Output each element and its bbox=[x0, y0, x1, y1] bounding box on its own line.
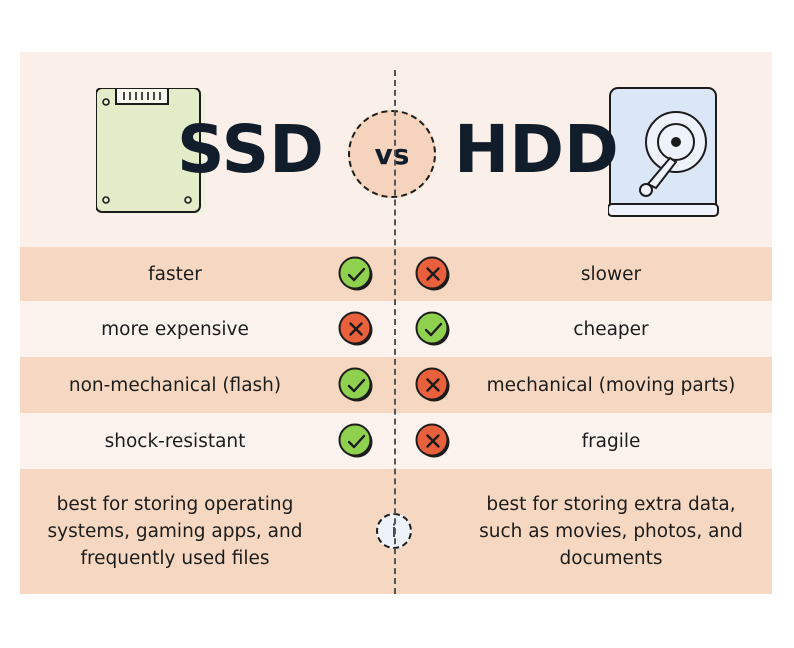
table-row: shock-resistant fragile bbox=[20, 413, 772, 469]
header: SSD HDD vs bbox=[20, 52, 772, 247]
table-row: more expensive cheaper bbox=[20, 301, 772, 357]
ssd-trait: non-mechanical (flash) bbox=[68, 374, 282, 396]
cross-icon bbox=[415, 367, 451, 403]
ssd-title: SSD bbox=[177, 111, 324, 188]
check-icon bbox=[415, 311, 451, 347]
center-divider bbox=[394, 70, 396, 594]
hdd-trait: fragile bbox=[581, 430, 641, 452]
table-row: non-mechanical (flash) mechanical (movin… bbox=[20, 357, 772, 413]
hdd-use-line: documents bbox=[559, 548, 663, 569]
cross-icon bbox=[415, 423, 451, 459]
table-row: faster slower bbox=[20, 247, 772, 301]
ssd-use-case: best for storing operating systems, gami… bbox=[20, 469, 330, 594]
vs-badge: vs bbox=[348, 110, 436, 198]
cross-icon bbox=[415, 256, 451, 292]
ssd-drive-icon bbox=[96, 88, 206, 214]
check-icon bbox=[338, 367, 374, 403]
comparison-card: SSD HDD vs faster slower more expensive … bbox=[20, 52, 772, 594]
vs-label: vs bbox=[374, 137, 410, 171]
ssd-trait: faster bbox=[148, 263, 202, 285]
hdd-trait: cheaper bbox=[573, 318, 649, 340]
hdd-trait: mechanical (moving parts) bbox=[486, 374, 736, 396]
hdd-use-case: best for storing extra data, such as mov… bbox=[452, 469, 770, 594]
info-symbol: i bbox=[391, 520, 397, 542]
ssd-trait: shock-resistant bbox=[104, 430, 246, 452]
footer-row: best for storing operating systems, gami… bbox=[20, 469, 772, 594]
check-icon bbox=[338, 423, 374, 459]
hdd-title: HDD bbox=[454, 111, 619, 188]
cross-icon bbox=[338, 311, 374, 347]
hdd-drive-icon bbox=[608, 87, 719, 217]
hdd-use-line: best for storing extra data, bbox=[486, 494, 736, 515]
ssd-use-line: best for storing operating bbox=[56, 494, 294, 515]
ssd-use-line: systems, gaming apps, and bbox=[47, 521, 303, 542]
ssd-use-line: frequently used files bbox=[80, 548, 270, 569]
hdd-use-line: such as movies, photos, and bbox=[479, 521, 743, 542]
ssd-trait: more expensive bbox=[101, 318, 249, 340]
hdd-trait: slower bbox=[580, 263, 642, 285]
check-icon bbox=[338, 256, 374, 292]
